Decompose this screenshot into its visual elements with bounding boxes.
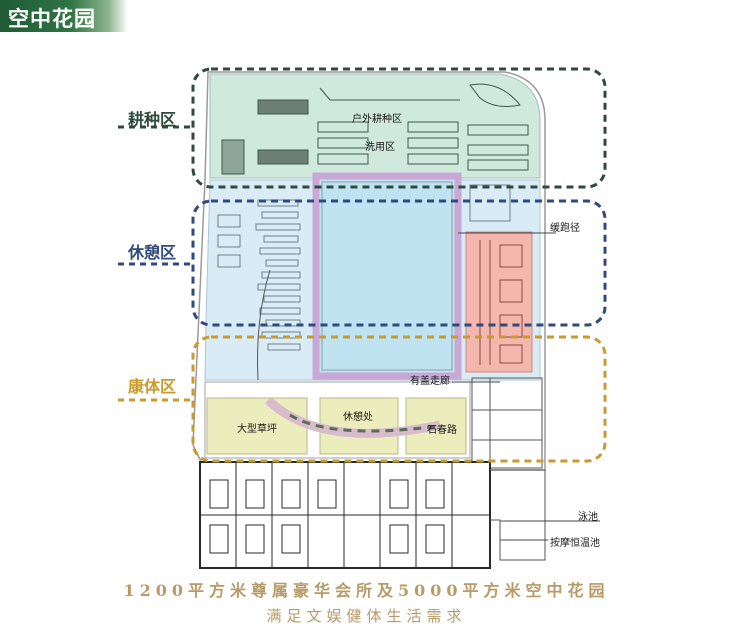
wellness-zone-frame [191,335,607,463]
zone-label-rest: 休憩区 [128,243,177,262]
page-title: 空中花园 [8,6,96,31]
label-outdoor-farming: 户外耕种区 [352,114,402,125]
clubhouse-plan [471,377,543,469]
caption-line-1: 1200平方米尊属豪华会所及5000平方米空中花园 [123,581,610,600]
label-massage-pool: 按摩恒温池 [550,538,600,549]
caption-line-2: 满足文娱健体生活需求 [266,607,467,625]
zone-label-wellness: 康体区 [128,377,177,396]
curved-path [264,396,441,438]
lawn-block-2 [319,397,399,455]
rest-zone-frame [191,199,607,327]
label-jogging: 缓跑径 [550,223,580,234]
farming-zone-frame [191,67,607,189]
zone-label-farming: 耕种区 [128,110,177,129]
lawn-block-1 [206,397,308,455]
label-stone-path: 石春路 [427,425,457,436]
pool-outline [490,469,546,561]
label-washing: 洗用区 [365,142,395,153]
label-rest-area: 休憩处 [343,412,373,423]
label-covered-corridor: 有盖走廊 [410,376,450,387]
label-big-lawn: 大型草坪 [237,424,277,435]
central-pool [312,172,462,380]
title-badge: 空中花园 [0,0,128,32]
stepped-paving [217,184,511,351]
farming-plots [221,83,529,175]
label-swimming-pool: 泳池 [578,512,598,523]
